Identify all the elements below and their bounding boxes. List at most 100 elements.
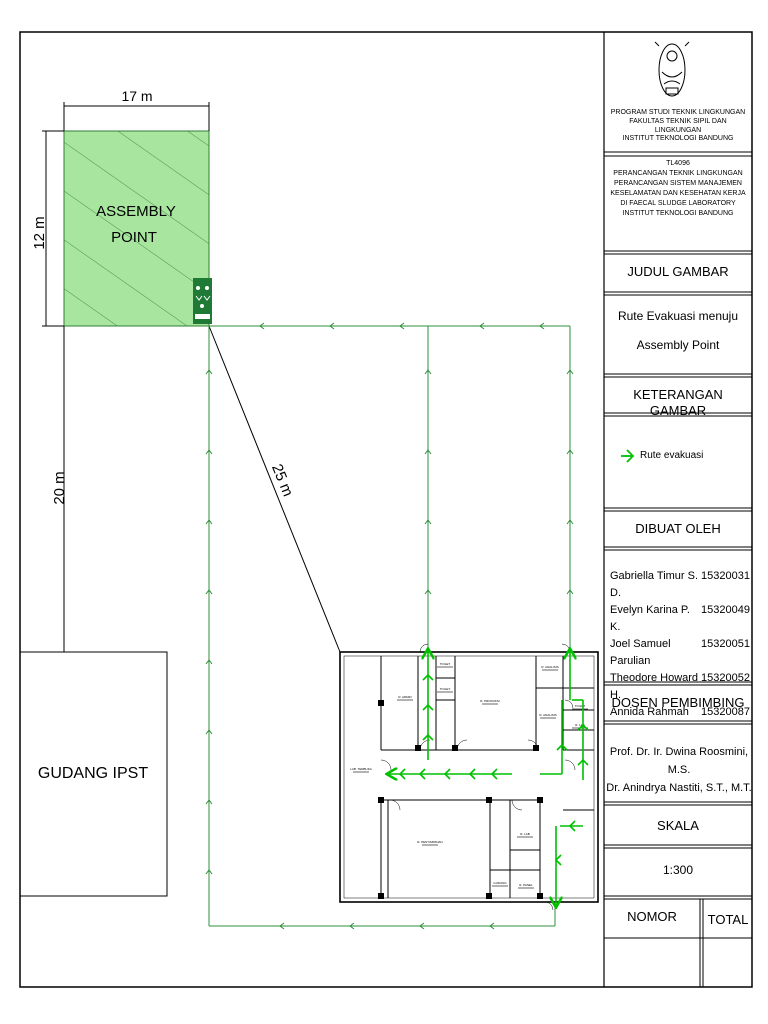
route-chevron <box>566 369 574 375</box>
route-chevron <box>205 519 213 525</box>
institution-line-2: FAKULTAS TEKNIK SIPIL DAN LINGKUNGAN <box>629 117 727 134</box>
skala-heading: SKALA <box>657 818 699 833</box>
route-chevron <box>349 922 355 930</box>
title-block <box>604 151 752 987</box>
room-tag: R. ANALISIS <box>539 713 556 717</box>
warehouse <box>19 651 168 897</box>
dimension-width <box>63 102 210 131</box>
author-nim: 15320087 <box>701 706 750 718</box>
route-chevron <box>566 449 574 455</box>
institution-line-3: INSTITUT TEKNOLOGI BANDUNG <box>622 135 734 143</box>
dimension-distance-vertical-label: 20 m <box>51 471 68 504</box>
room-tag: R. LAB <box>575 723 585 727</box>
assembly-point-sign-icon <box>193 278 212 324</box>
author-row: Joel Samuel Parulian 15320051 <box>610 636 750 670</box>
author-name: Annida Rahmah <box>610 706 689 718</box>
interior-arrow-head <box>422 733 434 741</box>
dimension-height <box>42 130 64 327</box>
author-row: Annida Rahmah 15320087 <box>610 704 750 721</box>
sheet-border <box>19 31 753 988</box>
site-route-arrows <box>205 322 574 930</box>
author-name: Joel Samuel Parulian <box>610 638 671 667</box>
room-tag: GUDANG <box>493 881 507 885</box>
route-chevron <box>329 322 335 330</box>
dimension-width-label: 17 m <box>121 88 152 104</box>
interior-arrow-head <box>422 673 434 681</box>
room-tag: R. PENYIMPANAN <box>417 840 442 844</box>
interior-arrow-head <box>568 820 576 832</box>
interior-arrow-head <box>577 723 589 731</box>
author-row: Evelyn Karina P. K.15320049 <box>610 602 750 636</box>
route-chevron <box>419 922 425 930</box>
author-name: Theodore Howard H. <box>610 672 699 701</box>
course-text: TL4096 PERANCANGAN TEKNIK LINGKUNGAN PER… <box>606 159 750 219</box>
route-chevron <box>279 922 285 930</box>
itb-logo-icon <box>654 41 690 97</box>
course-line-3: PERANCANGAN SISTEM MANAJEMEN <box>614 179 742 187</box>
interior-arrow-head <box>556 743 568 751</box>
room-tag: TOILET <box>575 704 586 708</box>
interior-arrow-head <box>418 768 426 780</box>
route-chevron <box>205 589 213 595</box>
dimension-distance-diagonal <box>208 325 341 653</box>
route-chevron <box>424 369 432 375</box>
legend-label: Rute evakuasi <box>640 450 704 461</box>
nomor-label: NOMOR <box>627 909 677 924</box>
interior-arrow-head <box>468 768 476 780</box>
interior-arrow-head <box>554 854 562 866</box>
room-tags: R. ADMIN TOILET TOILET R. PRODUKSI R. ANALIS… <box>350 662 588 889</box>
course-line-2: PERANCANGAN TEKNIK LINGKUNGAN <box>613 169 743 177</box>
route-chevron <box>205 449 213 455</box>
room-tag: TOILET <box>440 687 451 691</box>
room-tag: LAB. TERBUKA <box>350 767 371 771</box>
interior-arrow-head <box>443 768 451 780</box>
dimension-height-label: 12 m <box>31 216 48 249</box>
route-chevron <box>424 449 432 455</box>
room-tag: R. PRODUKSI <box>480 699 500 703</box>
laboratory-floor-plan: R. ADMIN TOILET TOILET R. PRODUKSI R. ANALIS… <box>339 643 599 911</box>
dosen-heading: DOSEN PEMBIMBING <box>611 695 745 710</box>
room-tag: R. ANALISIS <box>541 665 558 669</box>
dimension-distance-diagonal-label: 25 m <box>268 462 296 499</box>
dibuat-heading: DIBUAT OLEH <box>635 521 721 536</box>
dosen-line-1: Prof. Dr. Ir. Dwina Roosmini, M.S. <box>609 746 749 776</box>
route-chevron <box>205 799 213 805</box>
author-name: Gabriella Timur S. D. <box>610 570 699 599</box>
assembly-point: ASSEMBLY POINT <box>63 130 210 327</box>
route-chevron <box>205 869 213 875</box>
keterangan-heading: KETERANGAN GAMBAR <box>633 387 723 419</box>
route-chevron <box>424 589 432 595</box>
assembly-label-line1: ASSEMBLY <box>96 203 176 220</box>
author-nim: 15320031 <box>701 570 750 582</box>
route-chevron <box>259 322 265 330</box>
room-tag: TOILET <box>440 662 451 666</box>
total-label: TOTAL <box>707 912 749 927</box>
course-line-6: INSTITUT TEKNOLOGI BANDUNG <box>622 209 734 217</box>
route-chevron <box>424 519 432 525</box>
interior-arrow-head <box>398 768 406 780</box>
route-chevron <box>205 659 213 665</box>
route-chevron <box>205 369 213 375</box>
room-tag: R. ADMIN <box>398 695 411 699</box>
route-chevron <box>205 729 213 735</box>
assembly-label-line2: POINT <box>111 229 157 246</box>
author-nim: 15320051 <box>701 638 750 650</box>
institution-text: PROGRAM STUDI TEKNIK LINGKUNGAN FAKULTAS… <box>606 109 750 144</box>
warehouse-label: GUDANG IPST <box>38 765 148 782</box>
course-line-5: DI FAECAL SLUDGE LABORATORY <box>620 199 736 207</box>
author-list: Gabriella Timur S. D.15320031 Evelyn Kar… <box>610 568 750 721</box>
course-line-4: KESELAMATAN DAN KESEHATAN KERJA <box>610 189 746 197</box>
dosen-text: Prof. Dr. Ir. Dwina Roosmini, M.S. Dr. A… <box>606 743 752 797</box>
interior-arrow-head <box>422 703 434 711</box>
route-chevron <box>566 589 574 595</box>
author-row: Theodore Howard H.15320052 <box>610 670 750 704</box>
author-name: Evelyn Karina P. K. <box>610 604 690 633</box>
judul-line-1: Rute Evakuasi menuju <box>617 309 739 323</box>
room-tag: R. PANEL <box>519 883 533 887</box>
route-chevron <box>479 322 485 330</box>
dosen-line-2: Dr. Anindrya Nastiti, S.T., M.T. <box>606 782 752 794</box>
course-line-1: TL4096 <box>666 160 690 167</box>
legend-route-arrow-icon <box>621 449 635 463</box>
judul-line-2: Assembly Point <box>636 338 720 352</box>
